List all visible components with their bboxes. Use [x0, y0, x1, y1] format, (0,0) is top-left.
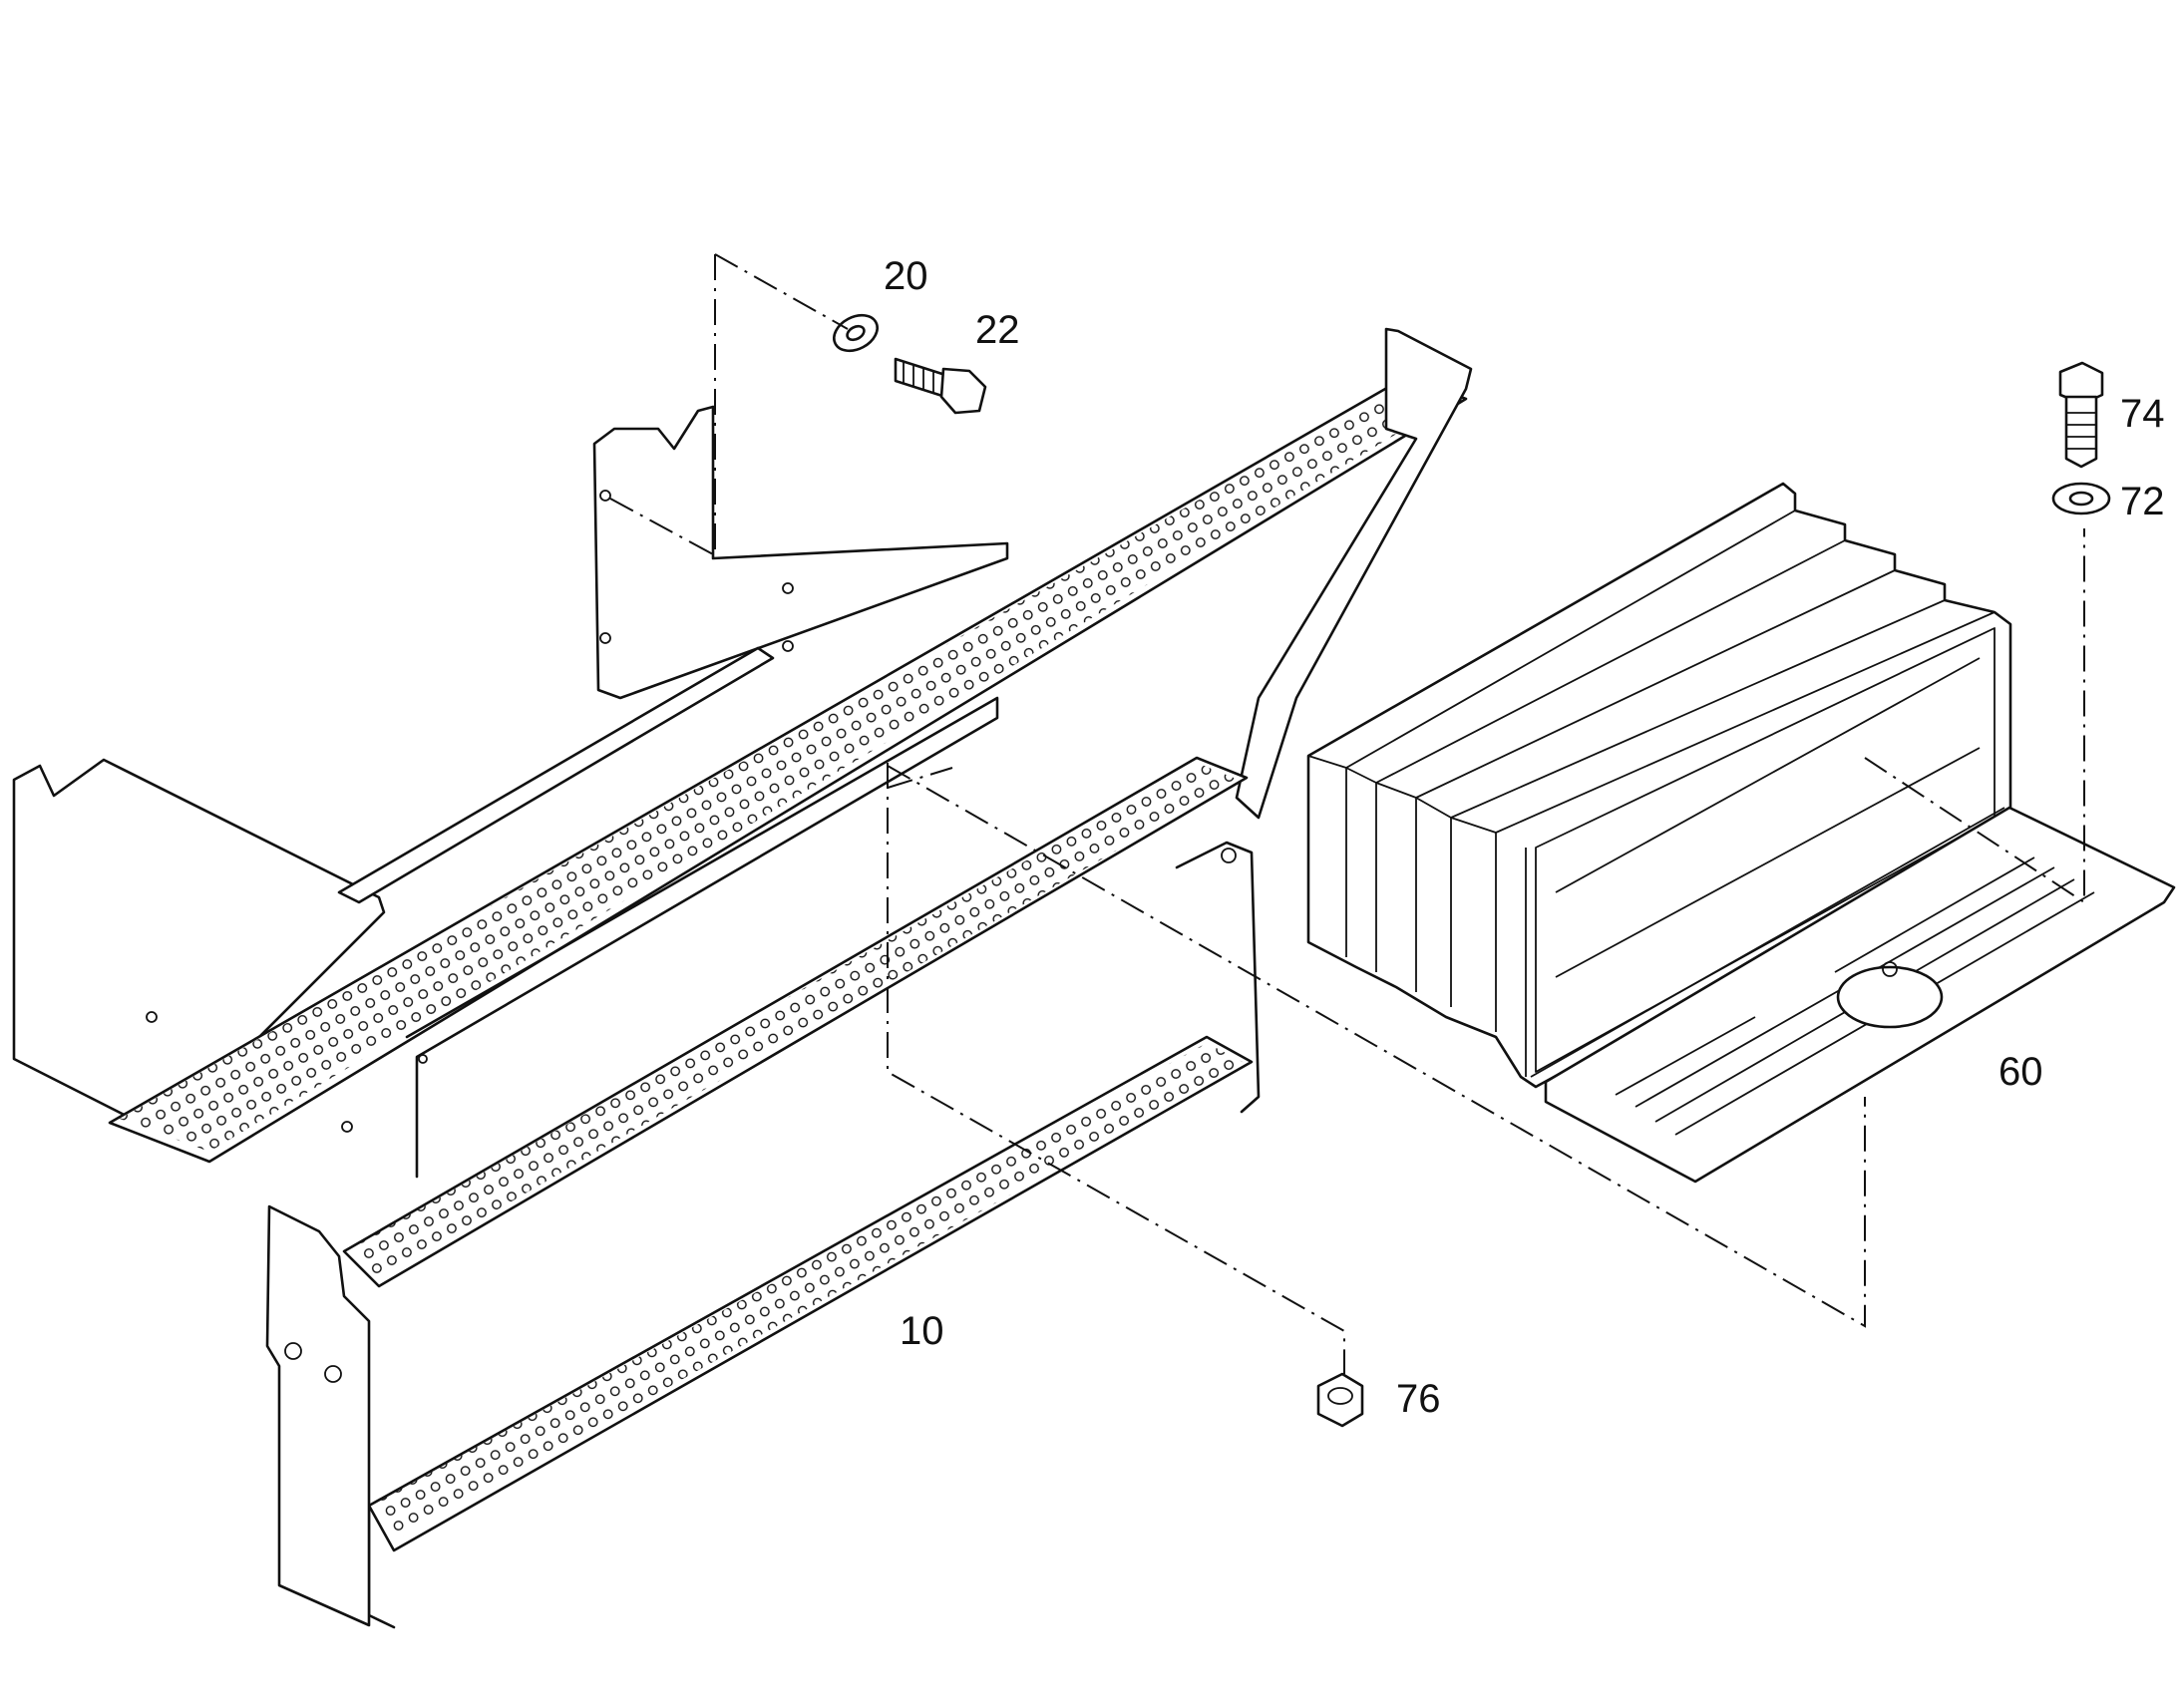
rear-upright-bracket [592, 405, 1009, 700]
callout-22: 22 [975, 308, 1020, 352]
callout-60: 60 [1998, 1050, 2043, 1094]
bolt-74 [2058, 361, 2104, 469]
callout-10: 10 [900, 1309, 944, 1353]
inner-rail [337, 646, 775, 904]
callout-76: 76 [1396, 1377, 1441, 1421]
toolbox-latch [1836, 965, 1944, 1029]
callout-20: 20 [884, 254, 928, 298]
washer-72 [2051, 482, 2111, 515]
rear-support-arm [1235, 327, 1473, 820]
callout-74: 74 [2120, 392, 2165, 436]
step-assembly [12, 327, 1473, 1629]
bolt-22 [894, 357, 987, 415]
left-mounting-bracket [265, 1204, 371, 1627]
nut-76 [1316, 1372, 1364, 1428]
callout-72: 72 [2120, 480, 2165, 523]
washer-20 [833, 313, 879, 353]
left-side-plate [12, 758, 386, 1135]
tool-box [1306, 482, 2176, 1184]
